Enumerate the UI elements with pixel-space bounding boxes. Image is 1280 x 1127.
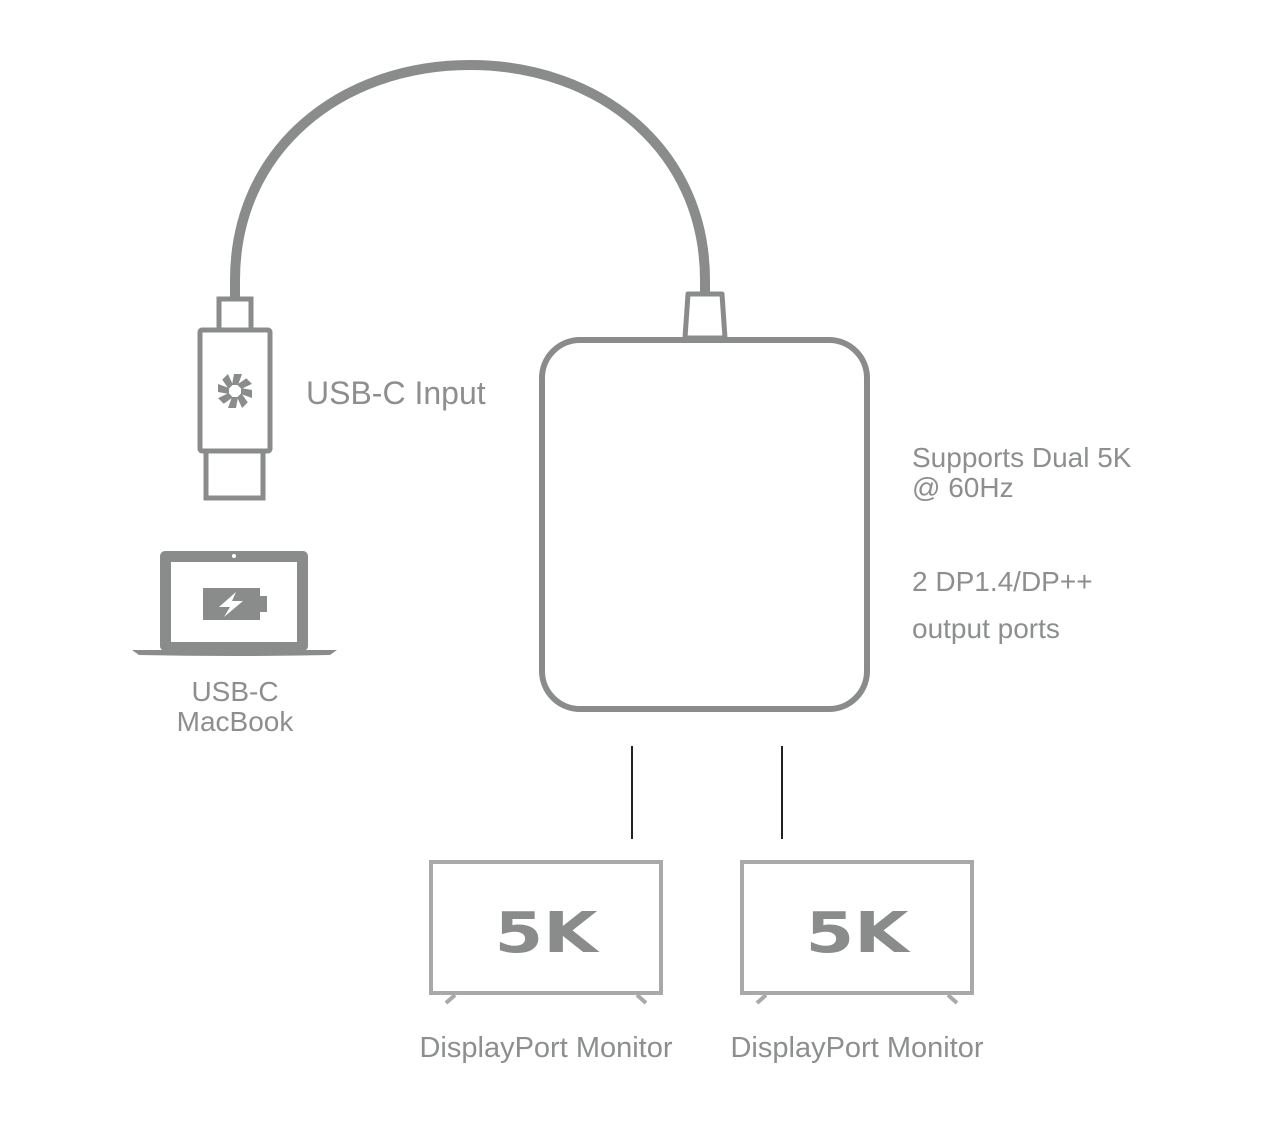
adapter-connector xyxy=(682,291,728,341)
battery-charging-icon xyxy=(203,588,267,620)
adapter-body xyxy=(539,337,870,712)
ports-label-line1: 2 DP1.4/DP++ xyxy=(912,566,1093,597)
ports-label-line2: output ports xyxy=(912,613,1060,644)
monitor-2-label: DisplayPort Monitor xyxy=(730,1032,983,1064)
usb-c-plug-icon xyxy=(197,296,273,501)
monitor-1: 5K DisplayPort Monitor xyxy=(419,860,673,1064)
supports-label-line2: @ 60Hz xyxy=(912,472,1014,503)
pinwheel-logo-icon xyxy=(218,374,252,408)
monitor-1-label: DisplayPort Monitor xyxy=(419,1032,672,1064)
macbook-label-line1: USB-C xyxy=(191,676,278,707)
monitor-2: 5K DisplayPort Monitor xyxy=(730,860,984,1064)
macbook-label-line2: MacBook xyxy=(177,706,295,737)
usb-input-label: USB-C Input xyxy=(306,375,486,411)
supports-label-line1: Supports Dual 5K xyxy=(912,442,1132,473)
monitor-1-badge: 5K xyxy=(495,900,601,965)
monitor-2-badge: 5K xyxy=(806,900,912,965)
cable xyxy=(230,59,710,305)
